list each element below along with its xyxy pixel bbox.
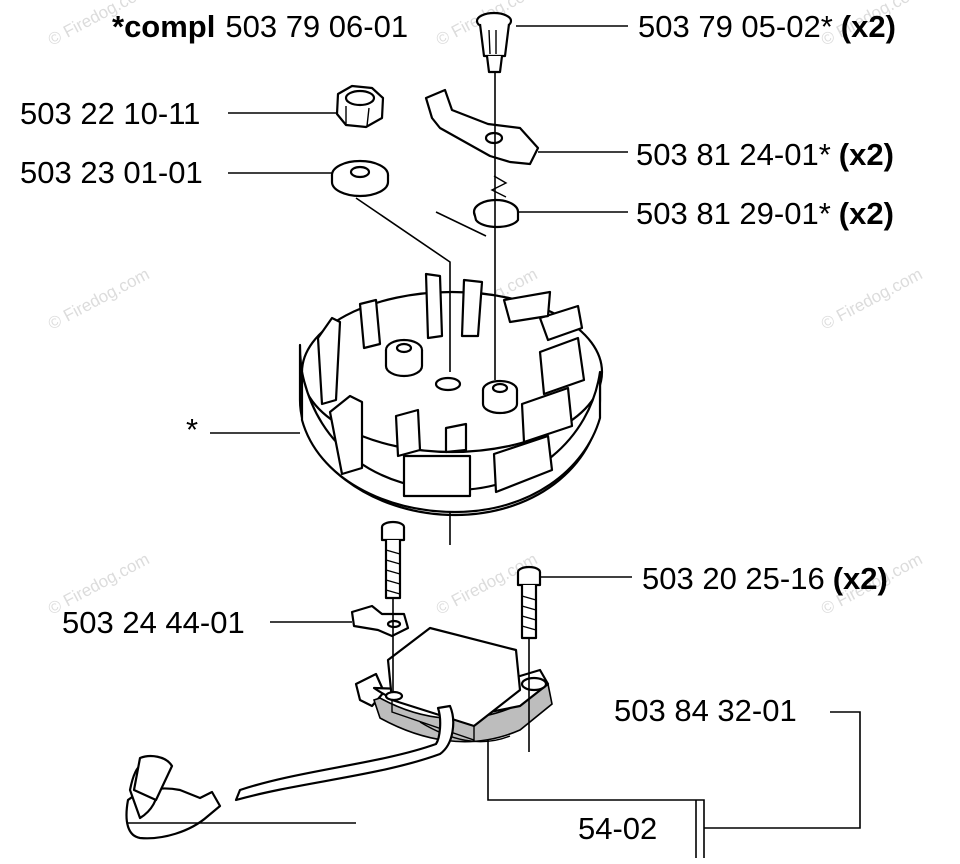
terminal-part <box>350 604 410 638</box>
compl-label: *compl 503 79 06-01 <box>112 9 408 44</box>
pin-part <box>475 11 513 74</box>
screw-left-part <box>380 520 406 600</box>
leader-lines <box>128 25 861 858</box>
pin-label: 503 79 05-02*(x2) <box>638 9 896 44</box>
nut-part <box>335 84 385 129</box>
pawl-qty: (x2) <box>839 137 894 172</box>
terminal-label: 503 24 44-01 <box>62 605 245 640</box>
pawl-number: 503 81 24-01* <box>636 137 831 172</box>
compl-number: 503 79 06-01 <box>225 9 408 44</box>
coil-kit-label: 503 84 32-01 <box>614 693 797 728</box>
compl-prefix: *compl <box>112 9 215 44</box>
washer-part <box>330 159 390 198</box>
screw-number: 503 20 25-16 <box>642 561 825 596</box>
watermark: © Firedog.com <box>45 264 153 333</box>
flywheel-part <box>298 272 604 517</box>
flywheel-fins <box>316 272 586 498</box>
spring-part <box>472 175 520 229</box>
nut-label: 503 22 10-11 <box>20 96 200 131</box>
spring-number: 503 81 29-01* <box>636 196 831 231</box>
screw-qty: (x2) <box>833 561 888 596</box>
washer-label: 503 23 01-01 <box>20 155 203 190</box>
coil-label: 54-02 <box>578 811 657 846</box>
pawl-part <box>424 88 540 166</box>
watermark: © Firedog.com <box>818 264 926 333</box>
screw-label: 503 20 25-16(x2) <box>642 561 888 596</box>
pin-qty: (x2) <box>841 9 896 44</box>
spring-label: 503 81 29-01*(x2) <box>636 196 894 231</box>
pin-number: 503 79 05-02* <box>638 9 833 44</box>
spark-plug-cap-part <box>125 704 455 840</box>
spring-qty: (x2) <box>839 196 894 231</box>
ignition-coil-part <box>354 626 553 743</box>
pawl-label: 503 81 24-01*(x2) <box>636 137 894 172</box>
flywheel-marker: * <box>186 412 198 447</box>
screw-right-part <box>516 565 542 640</box>
